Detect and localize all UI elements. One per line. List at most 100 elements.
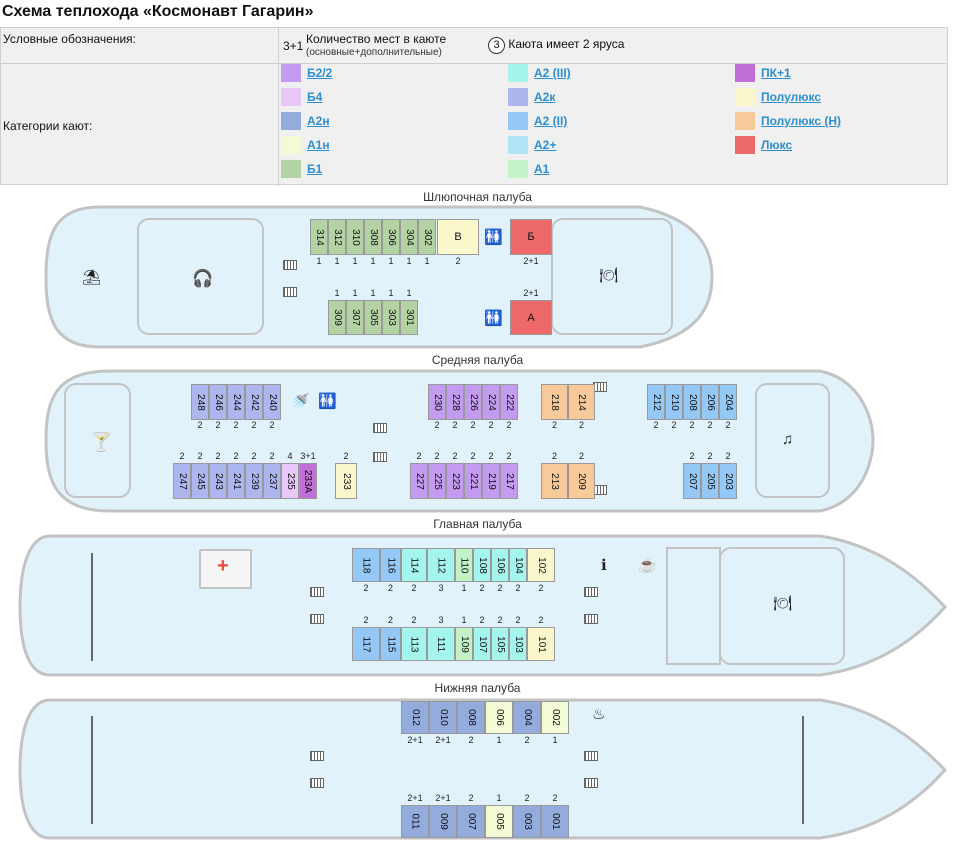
cabin[interactable]: 116 [380, 548, 401, 582]
cabin[interactable]: 101 [527, 627, 555, 661]
cabin[interactable]: 007 [457, 805, 485, 838]
cabin[interactable]: 207 [683, 463, 701, 499]
cabin[interactable]: 302 [418, 219, 436, 255]
cabin[interactable]: 222 [500, 384, 518, 420]
cabin[interactable]: 208 [683, 384, 701, 420]
cabin[interactable]: 110 [455, 548, 473, 582]
cabin[interactable]: 248 [191, 384, 209, 420]
cabin[interactable]: 235 [281, 463, 299, 499]
cabin[interactable]: 105 [491, 627, 509, 661]
cabin[interactable]: 246 [209, 384, 227, 420]
cabin[interactable]: 223 [446, 463, 464, 499]
cabin[interactable]: 115 [380, 627, 401, 661]
cabin[interactable]: 012 [401, 701, 429, 734]
cabin[interactable]: 237 [263, 463, 281, 499]
cabin-number: 204 [722, 393, 734, 411]
cabin[interactable]: 112 [427, 548, 455, 582]
cabin[interactable]: 221 [464, 463, 482, 499]
cabin[interactable]: 225 [428, 463, 446, 499]
cabin[interactable]: 001 [541, 805, 569, 838]
medical-room[interactable] [199, 549, 252, 589]
category-link[interactable]: Полулюкс (Н) [761, 114, 842, 128]
category-link[interactable]: А2н [307, 114, 330, 128]
cabin[interactable]: 103 [509, 627, 527, 661]
cabin[interactable]: Б [510, 219, 552, 255]
category-link[interactable]: А2 (III) [534, 66, 571, 80]
cabin[interactable]: 210 [665, 384, 683, 420]
cabin[interactable]: 205 [701, 463, 719, 499]
cabin[interactable]: 308 [364, 219, 382, 255]
cabin[interactable]: 004 [513, 701, 541, 734]
cabin[interactable]: 109 [455, 627, 473, 661]
cabin[interactable]: 227 [410, 463, 428, 499]
cabin-number: 212 [650, 393, 662, 411]
cabin[interactable]: 213 [541, 463, 568, 499]
cabin[interactable]: 008 [457, 701, 485, 734]
category-link[interactable]: А1 [534, 162, 550, 176]
category-link[interactable]: А1н [307, 138, 330, 152]
cabin[interactable]: 102 [527, 548, 555, 582]
cabin[interactable]: 011 [401, 805, 429, 838]
cabin[interactable]: 242 [245, 384, 263, 420]
cabin[interactable]: 241 [227, 463, 245, 499]
cabin[interactable]: 209 [568, 463, 595, 499]
cabin[interactable]: 002 [541, 701, 569, 734]
cabin[interactable]: 003 [513, 805, 541, 838]
cabin[interactable]: 226 [464, 384, 482, 420]
cabin[interactable]: 233А [299, 463, 317, 499]
cabin[interactable]: 239 [245, 463, 263, 499]
cabin[interactable]: 304 [400, 219, 418, 255]
cabin[interactable]: 233 [335, 463, 357, 499]
cabin[interactable]: 006 [485, 701, 513, 734]
category-link[interactable]: Б1 [307, 162, 323, 176]
cabin[interactable]: В [437, 219, 479, 255]
cabin[interactable]: 009 [429, 805, 457, 838]
cabin-capacity: 1 [352, 256, 358, 266]
cabin[interactable]: 310 [346, 219, 364, 255]
cabin[interactable]: 005 [485, 805, 513, 838]
category-link[interactable]: Б2/2 [307, 66, 333, 80]
cabin[interactable]: 303 [382, 300, 400, 335]
category-link[interactable]: Полулюкс [761, 90, 822, 104]
cabin[interactable]: 204 [719, 384, 737, 420]
cabin[interactable]: 247 [173, 463, 191, 499]
cabin[interactable]: 104 [509, 548, 527, 582]
cabin[interactable]: А [510, 300, 552, 335]
cabin[interactable]: 010 [429, 701, 457, 734]
cabin[interactable]: 309 [328, 300, 346, 335]
cabin[interactable]: 243 [209, 463, 227, 499]
cabin[interactable]: 118 [352, 548, 380, 582]
cabin[interactable]: 245 [191, 463, 209, 499]
category-link[interactable]: А2+ [534, 138, 557, 152]
category-link[interactable]: Б4 [307, 90, 323, 104]
cabin[interactable]: 117 [352, 627, 380, 661]
cabin[interactable]: 212 [647, 384, 665, 420]
cabin[interactable]: 224 [482, 384, 500, 420]
cabin[interactable]: 106 [491, 548, 509, 582]
category-link[interactable]: Люкс [761, 138, 793, 152]
category-link[interactable]: А2к [534, 90, 556, 104]
cabin[interactable]: 230 [428, 384, 446, 420]
cabin[interactable]: 312 [328, 219, 346, 255]
cabin[interactable]: 307 [346, 300, 364, 335]
cabin[interactable]: 203 [719, 463, 737, 499]
cabin[interactable]: 218 [541, 384, 568, 420]
cabin[interactable]: 301 [400, 300, 418, 335]
cabin[interactable]: 244 [227, 384, 245, 420]
cabin[interactable]: 228 [446, 384, 464, 420]
cabin[interactable]: 305 [364, 300, 382, 335]
cabin[interactable]: 108 [473, 548, 491, 582]
cabin[interactable]: 240 [263, 384, 281, 420]
cabin[interactable]: 217 [500, 463, 518, 499]
cabin[interactable]: 306 [382, 219, 400, 255]
category-link[interactable]: ПК+1 [761, 66, 791, 80]
cabin[interactable]: 314 [310, 219, 328, 255]
cabin[interactable]: 214 [568, 384, 595, 420]
cabin[interactable]: 114 [401, 548, 427, 582]
cabin[interactable]: 206 [701, 384, 719, 420]
cabin[interactable]: 107 [473, 627, 491, 661]
category-link[interactable]: А2 (II) [534, 114, 568, 128]
cabin[interactable]: 113 [401, 627, 427, 661]
cabin[interactable]: 219 [482, 463, 500, 499]
cabin[interactable]: 111 [427, 627, 455, 661]
